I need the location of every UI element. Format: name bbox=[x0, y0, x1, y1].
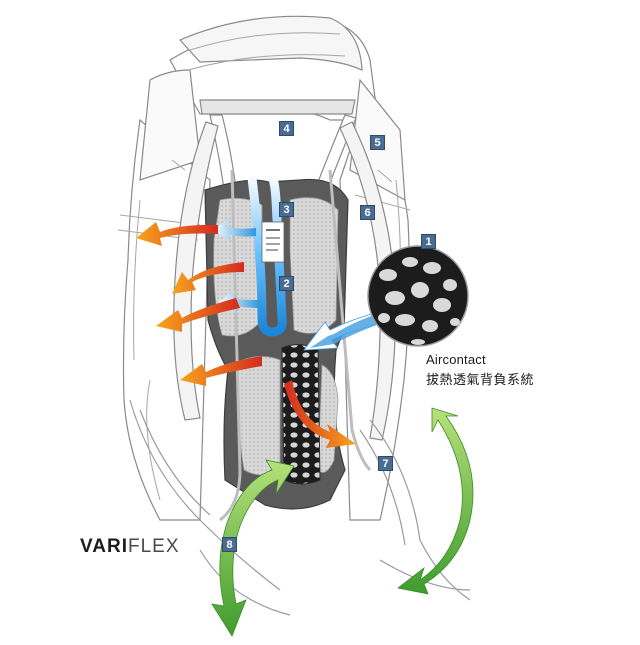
back-label-tag-icon bbox=[261, 221, 285, 263]
variflex-arrows bbox=[211, 407, 474, 637]
hip-straps bbox=[129, 399, 471, 616]
variflex-logo: VARIFLEX bbox=[80, 536, 180, 558]
frame-stays bbox=[219, 169, 372, 522]
callout-5: 5 bbox=[370, 135, 385, 150]
aircontact-subtitle: 拔熱透氣背負系統 bbox=[426, 373, 535, 388]
callout-2: 2 bbox=[279, 276, 294, 291]
aircontact-foam-detail bbox=[367, 245, 469, 347]
hot-air-arrows bbox=[136, 222, 356, 448]
cool-airflow-channel bbox=[247, 169, 287, 337]
callout-6: 6 bbox=[360, 205, 375, 220]
variflex-logo-part1: VARI bbox=[80, 536, 128, 557]
callout-1: 1 bbox=[421, 234, 436, 249]
callout-7: 7 bbox=[378, 456, 393, 471]
callout-4: 4 bbox=[279, 121, 294, 136]
callout-8: 8 bbox=[222, 537, 237, 552]
aircontact-title: Aircontact bbox=[426, 352, 486, 367]
variflex-logo-part2: FLEX bbox=[127, 536, 180, 557]
callout-3: 3 bbox=[279, 202, 294, 217]
